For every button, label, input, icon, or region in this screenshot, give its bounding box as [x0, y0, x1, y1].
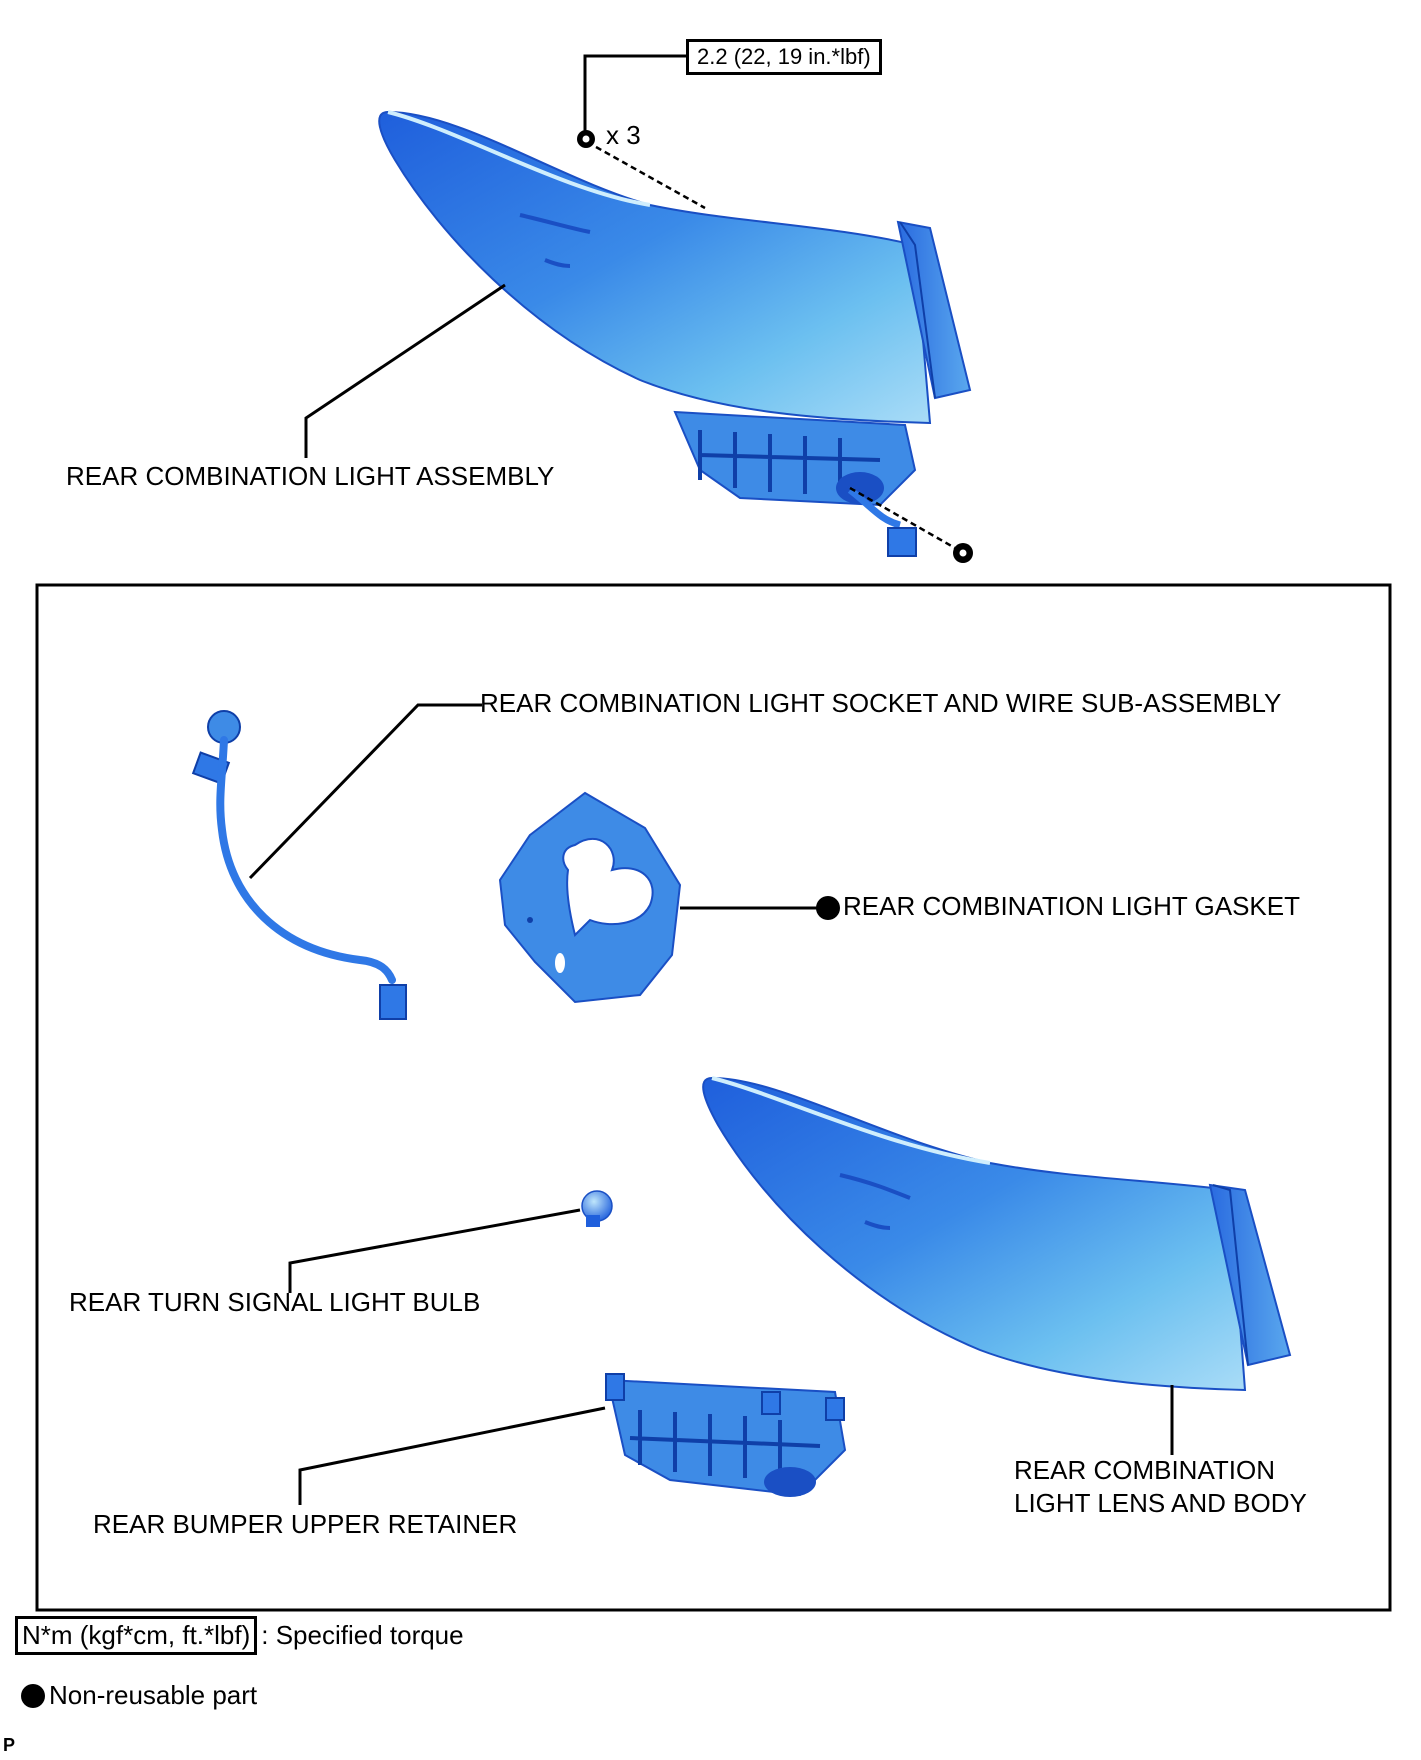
exploded-view-frame: [35, 583, 1392, 1612]
torque-value: 2.2 (22, 19 in.*lbf): [697, 44, 871, 69]
socket-leader: [248, 703, 482, 880]
screw-leader: [849, 486, 973, 563]
torque-value-box: 2.2 (22, 19 in.*lbf): [686, 39, 882, 75]
gasket-illustration: [498, 791, 682, 1004]
assembly-socket-part: [847, 487, 917, 557]
retainer-illustration: [605, 1373, 847, 1497]
bolt-count: x 3: [606, 120, 641, 150]
lens-and-body-illustration: [702, 1076, 1292, 1392]
nonreusable-dot-icon: [21, 1683, 45, 1708]
label-lens-and-body-line2: LIGHT LENS AND BODY: [1014, 1488, 1307, 1518]
label-gasket: REAR COMBINATION LIGHT GASKET: [843, 891, 1300, 921]
legend-nonreusable-text: Non-reusable part: [49, 1680, 258, 1710]
label-bulb: REAR TURN SIGNAL LIGHT BULB: [69, 1287, 481, 1317]
label-rear-combination-light-assembly: REAR COMBINATION LIGHT ASSEMBLY: [66, 461, 555, 491]
assembly-leader: [304, 283, 506, 458]
bulb-leader: [288, 1208, 581, 1293]
gasket-nonreusable-mark: [816, 896, 840, 920]
retainer-leader: [298, 1406, 606, 1505]
legend-nonreusable: Non-reusable part: [21, 1680, 257, 1711]
legend-torque-text: : Specified torque: [261, 1620, 464, 1651]
torque-leader: [577, 54, 706, 210]
bulb-illustration: [581, 1190, 613, 1227]
rear-combination-light-assembly-illustration: [378, 110, 972, 557]
corner-mark: P: [3, 1735, 16, 1755]
label-lens-and-body-line1: REAR COMBINATION: [1014, 1455, 1275, 1485]
socket-and-wire-illustration: [191, 710, 407, 1020]
legend-torque: N*m (kgf*cm, ft.*lbf) : Specified torque: [15, 1616, 464, 1656]
legend-torque-unit: N*m (kgf*cm, ft.*lbf): [15, 1616, 258, 1656]
assembly-retainer-part: [673, 410, 917, 507]
label-retainer: REAR BUMPER UPPER RETAINER: [93, 1509, 518, 1539]
label-socket-and-wire: REAR COMBINATION LIGHT SOCKET AND WIRE S…: [480, 688, 1282, 718]
